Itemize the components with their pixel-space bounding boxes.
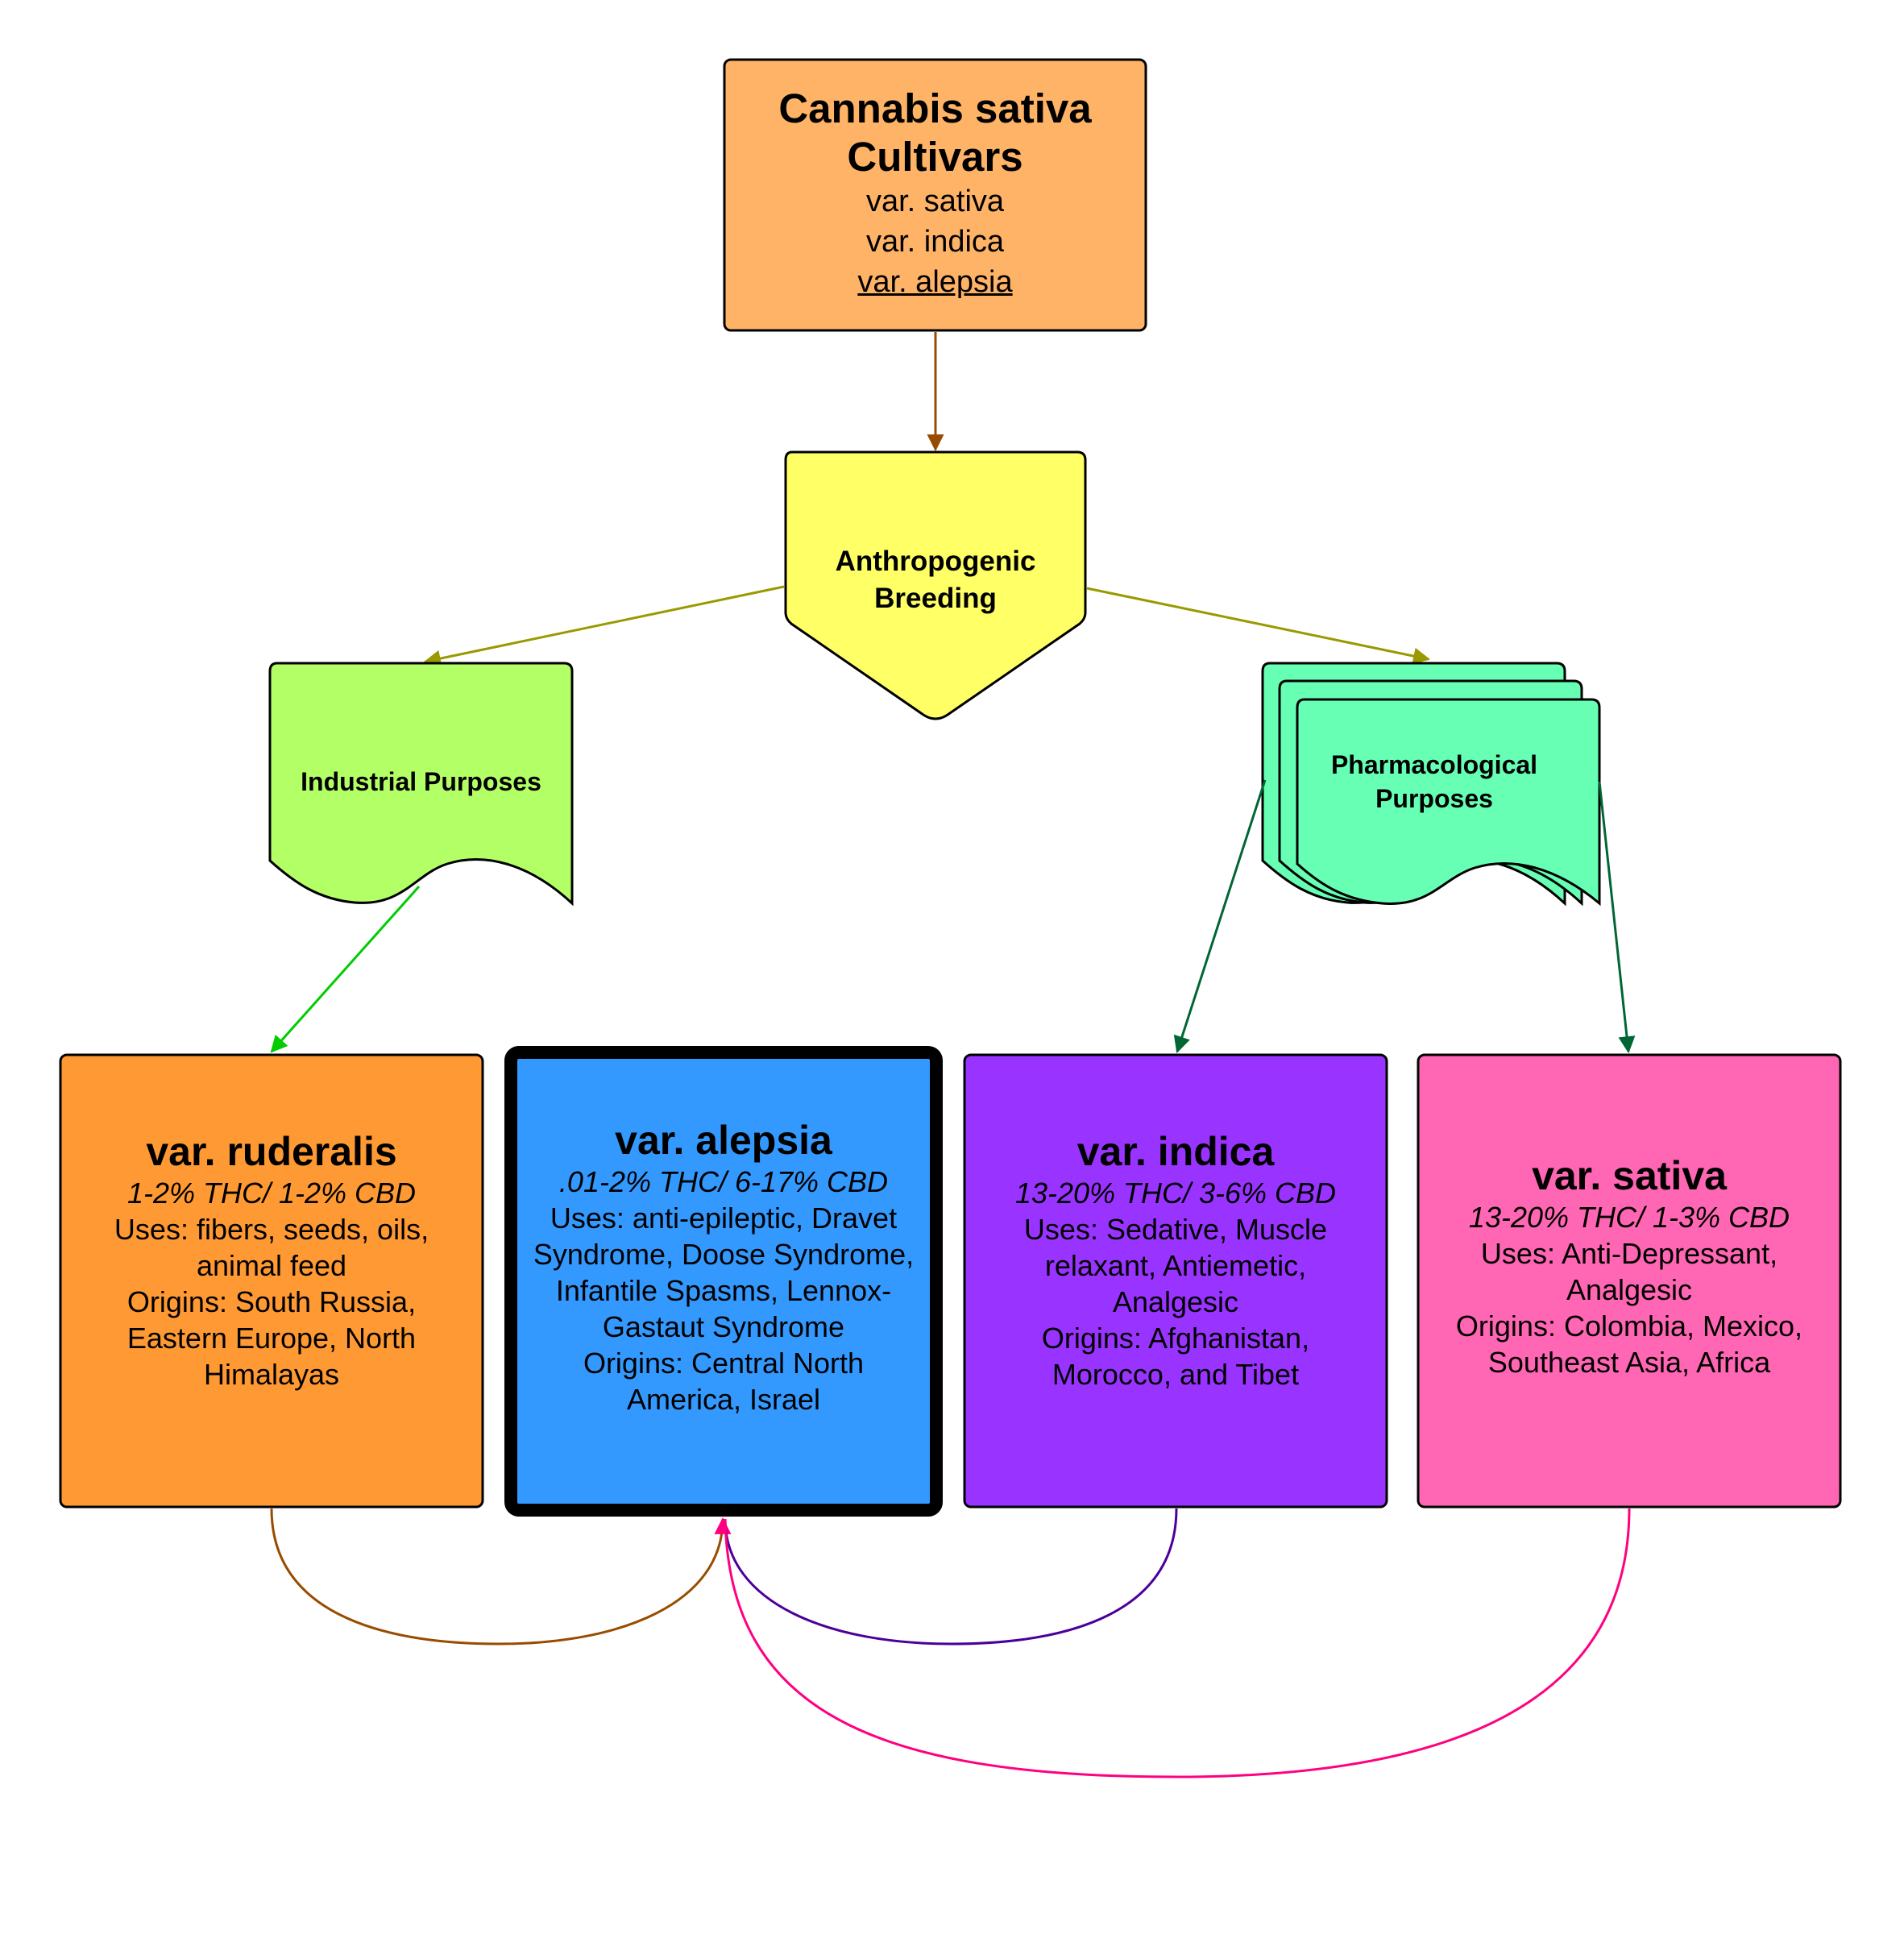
card-ruderalis-text: var. ruderalis 1-2% THC/ 1-2% CBD Uses: …: [85, 1128, 458, 1418]
edge-indica-to-alepsia: [724, 1508, 1178, 1646]
breeding-label: Anthropogenic Breeding: [835, 546, 1036, 614]
card-alepsia-origins: Origins: Central North America, Israel: [583, 1347, 865, 1416]
card-alepsia-ratio: .01-2% THC/ 6-17% CBD: [558, 1165, 889, 1198]
root-line-alepsia: var. alepsia: [857, 265, 1013, 299]
pharma-label: Pharmacological Purposes: [1330, 750, 1538, 813]
card-sativa-ratio: 13-20% THC/ 1-3% CBD: [1468, 1201, 1790, 1234]
edge-breeding-to-industrial: [423, 585, 785, 667]
card-ruderalis-title: var. ruderalis: [146, 1129, 397, 1174]
card-alepsia-uses: Uses: anti-epileptic, Dravet Syndrome, D…: [533, 1201, 915, 1343]
card-alepsia: [504, 1046, 943, 1517]
card-alepsia-title: var. alepsia: [615, 1118, 832, 1163]
industrial-label-box: Industrial Purposes: [278, 757, 564, 806]
root-title: Cannabis sativa Cultivars: [778, 85, 1092, 180]
edge-industrial-to-ruderalis: [270, 886, 421, 1053]
industrial-node: [268, 662, 574, 907]
card-sativa-text: var. sativa 13-20% THC/ 1-3% CBD Uses: A…: [1442, 1152, 1816, 1410]
card-indica-origins: Origins: Afghanistan, Morocco, and Tibet: [1041, 1322, 1310, 1391]
card-sativa-title: var. sativa: [1532, 1153, 1727, 1198]
card-indica: [963, 1053, 1388, 1509]
edge-pharma-to-sativa: [1598, 781, 1636, 1054]
card-ruderalis-origins: Origins: South Russia, Eastern Europe, N…: [127, 1285, 417, 1391]
pharma-label-box: Pharmacological Purposes: [1301, 745, 1567, 818]
breeding-node: [784, 450, 1087, 720]
card-indica-uses: Uses: Sedative, Muscle relaxant, Antieme…: [1023, 1213, 1328, 1318]
root-line-sativa: var. sativa: [865, 185, 1005, 218]
root-text: Cannabis sativa Cultivars var. sativa va…: [724, 73, 1146, 314]
card-indica-title: var. indica: [1076, 1129, 1275, 1174]
root-line-indica: var. indica: [865, 225, 1005, 259]
industrial-label: Industrial Purposes: [301, 767, 541, 796]
card-sativa-origins: Origins: Colombia, Mexico, Southeast Asi…: [1455, 1309, 1803, 1379]
card-sativa: [1417, 1053, 1842, 1509]
root-node: [723, 58, 1147, 332]
card-ruderalis-ratio: 1-2% THC/ 1-2% CBD: [127, 1177, 417, 1210]
card-ruderalis-uses: Uses: fibers, seeds, oils, animal feed: [114, 1213, 429, 1282]
card-sativa-uses: Uses: Anti-Depressant, Analgesic: [1480, 1237, 1778, 1306]
pharma-node: [1296, 698, 1601, 907]
edge-sativa-to-alepsia: [724, 1508, 1631, 1778]
edge-breeding-to-pharma: [1086, 587, 1431, 665]
edge-ruderalis-to-alepsia: [270, 1508, 732, 1646]
breeding-label-box: Anthropogenic Breeding: [798, 540, 1073, 620]
card-ruderalis: [59, 1053, 484, 1509]
card-alepsia-text: var. alepsia .01-2% THC/ 6-17% CBD Uses:…: [524, 1117, 923, 1455]
card-indica-ratio: 13-20% THC/ 3-6% CBD: [1014, 1177, 1337, 1210]
card-indica-text: var. indica 13-20% THC/ 3-6% CBD Uses: S…: [989, 1128, 1363, 1418]
edge-pharma-to-indica: [1173, 779, 1267, 1053]
